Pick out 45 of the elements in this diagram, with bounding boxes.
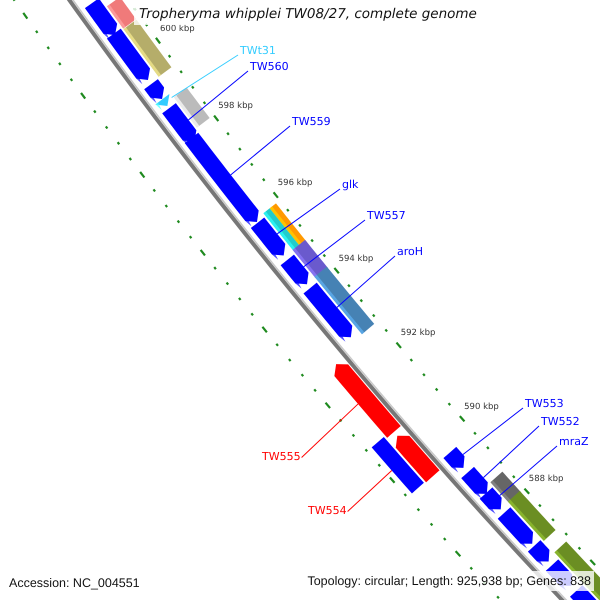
leader-line — [301, 403, 359, 458]
leader-line — [303, 220, 366, 268]
leader-line — [171, 54, 238, 98]
scale-label: 594 kbp — [338, 254, 374, 264]
leader-line — [499, 446, 558, 496]
gene-segment — [528, 540, 550, 566]
leader-line — [188, 70, 248, 120]
scale-label: 596 kbp — [278, 178, 312, 188]
gene-label: mraZ — [559, 435, 589, 448]
gene-label: TW555 — [262, 450, 301, 463]
gene-segment — [184, 132, 259, 226]
gene-segment — [334, 364, 401, 438]
gene-segment — [498, 507, 534, 548]
gene-label: TW559 — [292, 115, 331, 128]
gene-segment — [461, 466, 488, 499]
leader-line — [336, 256, 396, 308]
gene-label: TW552 — [541, 415, 580, 428]
gene-segment — [280, 254, 309, 289]
scale-label: 590 kbp — [464, 402, 499, 412]
gene-bar — [372, 436, 424, 494]
leader-line — [483, 426, 540, 478]
gene-segment — [144, 79, 164, 104]
leader-line — [462, 408, 524, 456]
scale-label: 600 kbp — [160, 24, 195, 34]
gene-label: TW554 — [308, 504, 347, 517]
gene-label: glk — [342, 178, 358, 191]
gene-label: TW553 — [525, 397, 564, 410]
leader-line — [230, 126, 290, 176]
leader-line — [276, 188, 340, 234]
scale-label: 588 kbp — [528, 474, 564, 484]
gene-segment — [107, 28, 150, 84]
gene-segment — [250, 217, 286, 260]
scale-label: 592 kbp — [400, 328, 436, 338]
gene-label: TWt31 — [240, 44, 276, 57]
gene-label: TW560 — [250, 60, 289, 73]
gene-segment — [84, 0, 118, 40]
gene-segment — [480, 487, 502, 514]
gene-label: aroH — [397, 245, 424, 258]
accession-text: Accession: NC_004551 — [8, 575, 141, 592]
gene-segment — [444, 446, 464, 472]
gene-segment — [304, 282, 352, 342]
leader-line — [347, 470, 392, 512]
scale-label: 598 kbp — [218, 101, 253, 112]
gene-label: TW557 — [367, 209, 406, 222]
gene-segment — [156, 94, 170, 110]
